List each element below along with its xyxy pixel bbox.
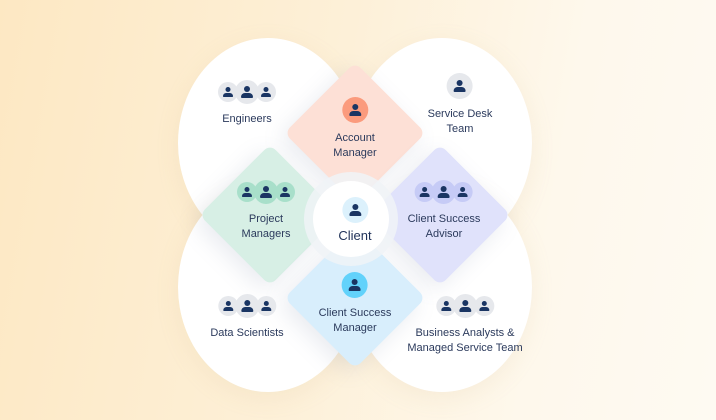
client-success-advisor-label-1: Client Success <box>407 213 481 225</box>
group-icon <box>407 294 522 318</box>
person-icon <box>338 197 371 223</box>
data-scientists-label: Data Scientists <box>210 327 284 339</box>
node-data-scientists: Data Scientists <box>210 294 284 341</box>
business-analysts-label-2: Managed Service Team <box>407 342 523 354</box>
client-success-manager-label-1: Client Success <box>318 307 392 319</box>
group-icon <box>408 180 481 204</box>
node-project-managers: Project Managers <box>237 180 295 242</box>
group-icon <box>218 80 276 104</box>
node-engineers: Engineers <box>218 80 276 127</box>
node-client: Client <box>338 197 372 243</box>
client-label: Client <box>338 228 372 243</box>
person-icon <box>333 97 376 123</box>
person-icon <box>319 272 392 298</box>
group-icon <box>210 294 283 318</box>
node-business-analysts: Business Analysts & Managed Service Team <box>407 294 523 356</box>
project-managers-label-2: Managers <box>241 228 291 240</box>
account-manager-label-2: Manager <box>333 147 377 159</box>
service-desk-label-1: Service Desk <box>427 108 493 120</box>
person-icon <box>428 73 493 99</box>
engineers-label: Engineers <box>222 113 272 125</box>
node-client-success-manager: Client Success Manager <box>318 272 392 336</box>
service-desk-label-2: Team <box>446 123 474 135</box>
account-manager-label-1: Account <box>335 132 375 144</box>
node-client-success-advisor: Client Success Advisor <box>407 180 481 242</box>
client-success-manager-label-2: Manager <box>333 322 377 334</box>
client-success-advisor-label-2: Advisor <box>425 228 463 240</box>
business-analysts-label-1: Business Analysts & <box>415 327 515 339</box>
project-managers-label-1: Project <box>248 213 284 225</box>
node-service-desk: Service Desk Team <box>427 73 493 137</box>
node-account-manager: Account Manager <box>333 97 377 161</box>
group-icon <box>237 180 295 204</box>
